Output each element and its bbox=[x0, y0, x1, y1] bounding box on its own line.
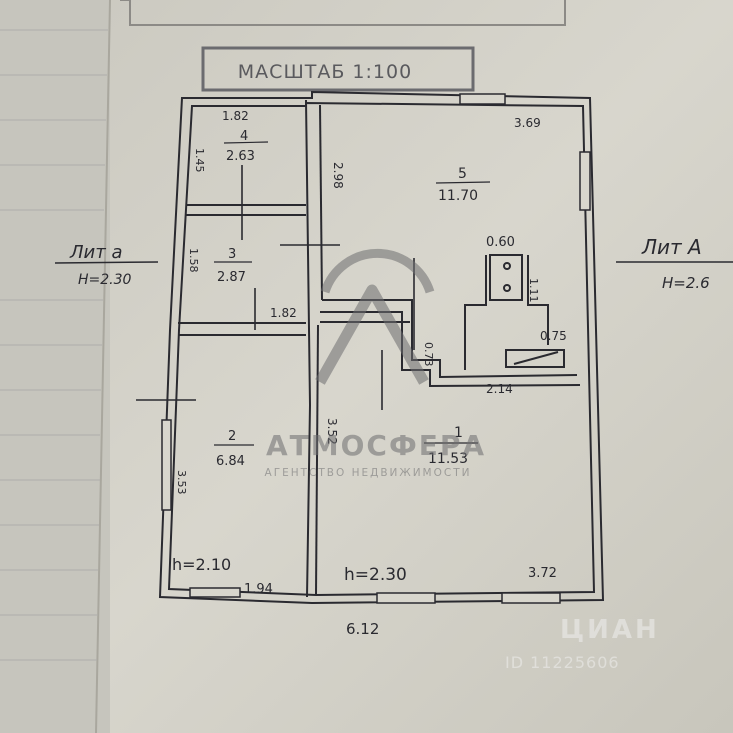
room-2-height: h=2.10 bbox=[172, 555, 231, 574]
stove-dim-right: 0.75 bbox=[540, 329, 567, 343]
scale-label: МАСШТАБ 1:100 bbox=[238, 61, 412, 83]
lit-left-label: Лит а H=2.30 bbox=[54, 242, 159, 288]
cian-brand: ЦИАН bbox=[560, 615, 660, 645]
room-2-dim-bottom: 1.94 bbox=[244, 582, 273, 597]
tick-marks bbox=[136, 165, 415, 410]
room-2: 2 6.84 3.53 h=2.10 1.94 bbox=[172, 429, 273, 597]
room-3-number: 3 bbox=[228, 247, 236, 262]
window-left bbox=[161, 419, 172, 511]
window-room2 bbox=[189, 587, 241, 598]
room-1-dim-partition: 2.14 bbox=[486, 382, 513, 396]
left-page bbox=[0, 0, 110, 733]
watermark-name: АТМОСФЕРА bbox=[266, 429, 486, 462]
stove-slab bbox=[505, 349, 565, 368]
room-5-number: 5 bbox=[458, 166, 467, 182]
agency-watermark: АТМОСФЕРА АГЕНТСТВО НЕДВИЖИМОСТИ bbox=[265, 248, 486, 479]
lit-right-name: Лит А bbox=[641, 235, 702, 259]
room-5-dim-side: 2.98 bbox=[331, 162, 345, 189]
room-3-area: 2.87 bbox=[217, 270, 246, 285]
room-2-number: 2 bbox=[228, 429, 236, 444]
stove-body bbox=[489, 254, 523, 301]
room-3-dim-bottom: 1.82 bbox=[270, 306, 297, 320]
room-4: 1.82 1.45 4 2.63 bbox=[193, 109, 269, 173]
stove-dim-top: 0.60 bbox=[486, 235, 515, 250]
watermark-arc bbox=[320, 248, 435, 294]
room-4-area: 2.63 bbox=[226, 149, 255, 164]
building-walls bbox=[158, 90, 605, 605]
stove bbox=[464, 254, 565, 370]
room-5: 3.69 2.98 5 11.70 bbox=[331, 116, 541, 204]
lit-right-height: H=2.6 bbox=[662, 274, 710, 292]
room-2-area: 6.84 bbox=[216, 454, 245, 469]
window-bottom-left bbox=[376, 592, 436, 604]
room-5-area: 11.70 bbox=[438, 188, 478, 204]
room-1-number: 1 bbox=[454, 425, 463, 441]
window-bottom-right bbox=[501, 592, 561, 604]
room-3-dim-side: 1.58 bbox=[187, 248, 200, 273]
overall-width: 6.12 bbox=[346, 620, 379, 638]
room-5-dim-top: 3.69 bbox=[514, 116, 541, 130]
lit-left-height: H=2.30 bbox=[78, 272, 132, 288]
stove-burner-bottom bbox=[503, 284, 511, 292]
watermark-logo-a bbox=[315, 284, 429, 385]
scale-stamp-frame bbox=[201, 46, 475, 92]
windows bbox=[161, 93, 591, 604]
room-1-area: 11.53 bbox=[428, 451, 468, 467]
document-top-frame bbox=[120, 0, 566, 26]
left-page-lines bbox=[0, 29, 108, 661]
room-1-dim-bottom: 3.72 bbox=[528, 566, 557, 581]
window-right bbox=[579, 151, 591, 211]
room-3: 1.58 3 2.87 1.82 bbox=[187, 247, 297, 320]
page-fold bbox=[95, 0, 111, 733]
watermark-subtitle: АГЕНТСТВО НЕДВИЖИМОСТИ bbox=[265, 467, 472, 479]
lit-right-label: Лит А H=2.6 bbox=[616, 235, 733, 292]
lit-left-name: Лит а bbox=[69, 242, 122, 263]
window-top bbox=[459, 93, 506, 105]
room-1: 0.73 2.14 1 11.53 3.52 h=2.30 3.72 bbox=[325, 342, 557, 585]
room-1-dim-small: 0.73 bbox=[422, 342, 435, 367]
room-4-dim-side: 1.45 bbox=[193, 148, 206, 173]
room-4-dim-top: 1.82 bbox=[222, 109, 249, 123]
room-2-dim-side: 3.53 bbox=[175, 470, 188, 495]
stove-slab-diagonal bbox=[513, 351, 559, 365]
room-4-number: 4 bbox=[240, 129, 248, 144]
listing-id: ID 11225606 bbox=[505, 653, 620, 672]
room-1-dim-side: 3.52 bbox=[325, 418, 339, 445]
cian-watermark: ЦИАН ID 11225606 bbox=[505, 615, 660, 672]
stove-burner-top bbox=[503, 262, 511, 270]
stove-dim-side: 1.11 bbox=[527, 278, 540, 303]
room-1-height: h=2.30 bbox=[344, 565, 407, 585]
